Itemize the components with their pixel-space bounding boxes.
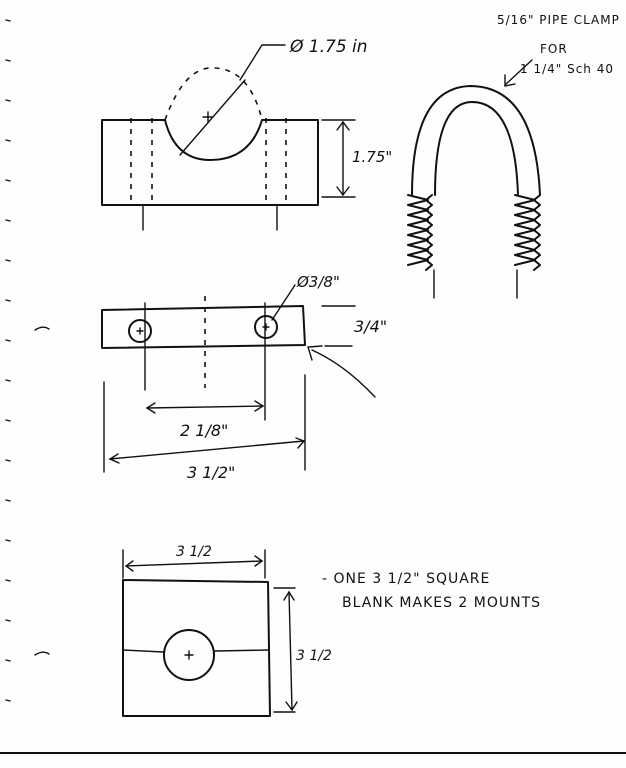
hole-diameter-label: Ø3/8" xyxy=(296,273,340,291)
u-bolt xyxy=(407,59,541,299)
blank-square xyxy=(122,549,298,717)
overall-width-label: 3 1/2" xyxy=(187,463,235,482)
front-view xyxy=(101,44,356,231)
binding-marks xyxy=(5,19,50,702)
thickness-label: 3/4" xyxy=(354,317,387,336)
clamp-for-label: FOR xyxy=(540,42,568,56)
height-label: 1.75" xyxy=(352,148,392,166)
clamp-size-label: 5/16" PIPE CLAMP xyxy=(497,13,620,27)
note-line-1: - ONE 3 1/2" SQUARE xyxy=(322,571,490,587)
blank-width-label: 3 1/2 xyxy=(176,544,212,560)
top-view xyxy=(101,284,376,473)
hole-spacing-label: 2 1/8" xyxy=(180,421,228,440)
note-line-2: BLANK MAKES 2 MOUNTS xyxy=(342,595,541,611)
blank-height-label: 3 1/2 xyxy=(296,648,332,664)
clamp-pipe-label: 1 1/4" Sch 40 xyxy=(520,62,614,76)
diameter-label: Ø 1.75 in xyxy=(289,37,368,57)
